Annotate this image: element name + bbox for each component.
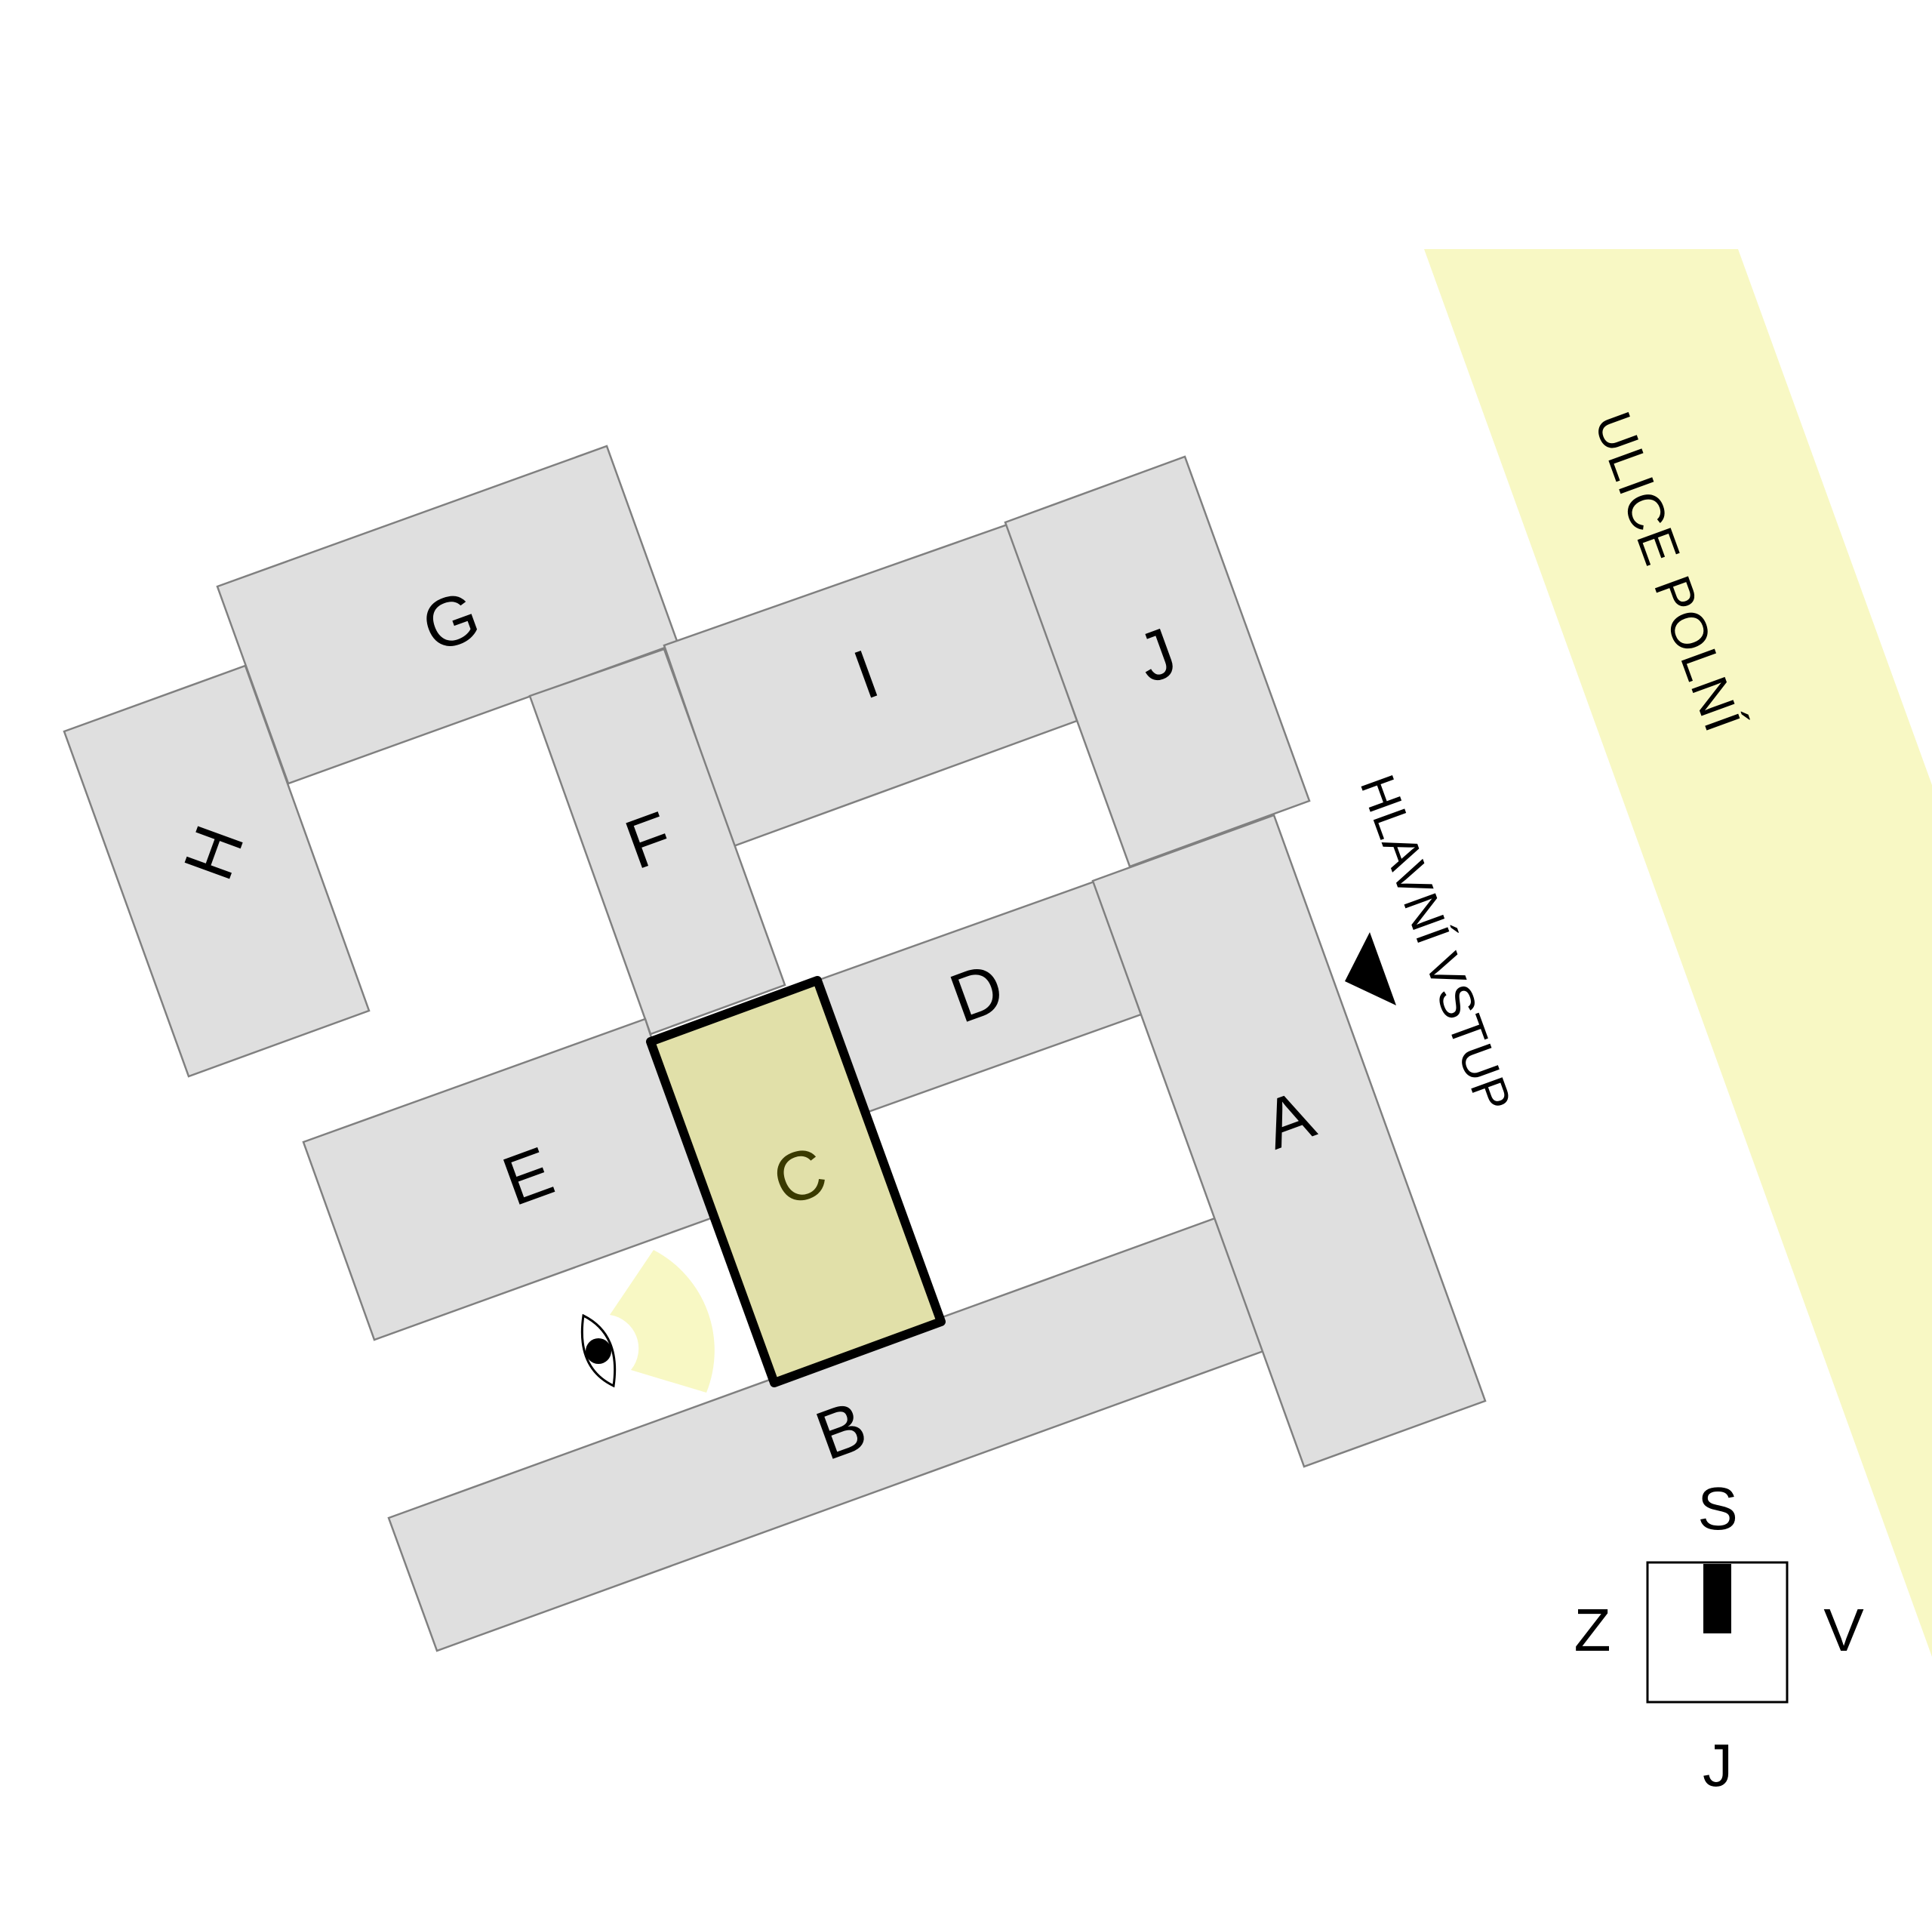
compass-west: Z — [1574, 1596, 1611, 1664]
compass: S Z V J — [1574, 1475, 1865, 1799]
eye-icon — [580, 1313, 617, 1388]
compass-south: J — [1703, 1732, 1733, 1799]
compass-east: V — [1823, 1596, 1864, 1664]
building-a — [1091, 814, 1487, 1468]
building-f — [528, 648, 786, 1036]
view-cone — [610, 1250, 715, 1393]
entrance-arrow-icon — [1345, 932, 1396, 1005]
building-c[interactable] — [646, 976, 946, 1387]
entrance-label: HLAVNÍ VSTUP — [1350, 768, 1522, 1119]
compass-needle-icon — [1703, 1564, 1731, 1633]
building-j — [1004, 455, 1311, 868]
compass-north: S — [1697, 1475, 1737, 1542]
street-polni — [1424, 249, 1932, 1657]
building-h — [63, 664, 371, 1078]
